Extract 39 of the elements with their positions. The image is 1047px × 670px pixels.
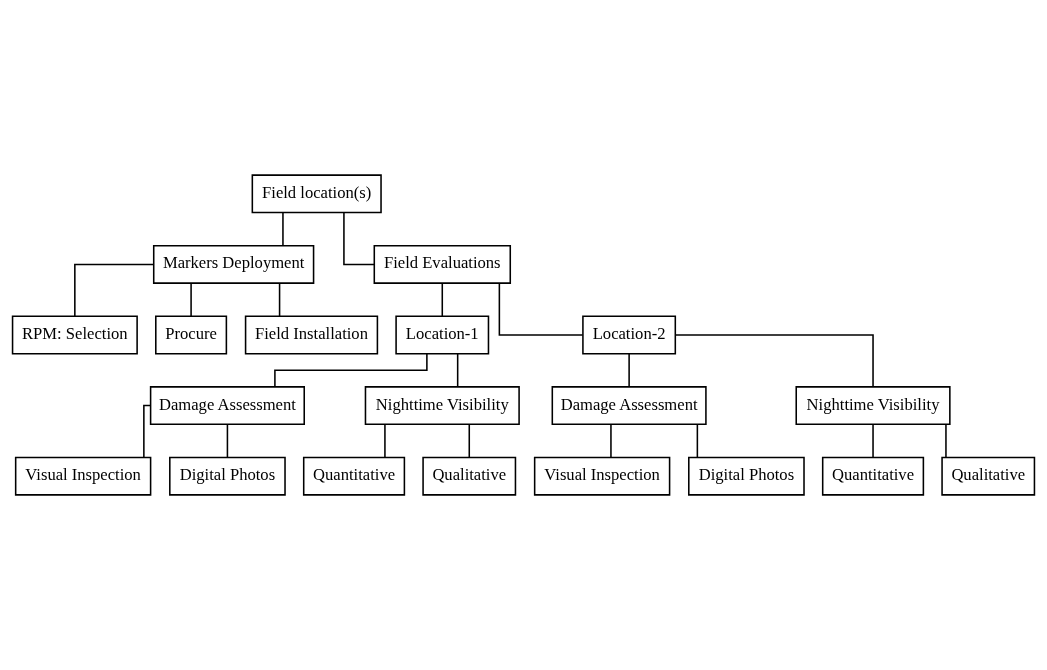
node-box: Qualitative	[941, 456, 1036, 496]
node-box: Quantitative	[821, 456, 925, 496]
connector	[498, 282, 584, 336]
node-box: Visual Inspection	[533, 456, 671, 496]
node-box: Nighttime Visibility	[364, 386, 520, 426]
connector	[696, 423, 699, 458]
connector	[674, 334, 874, 388]
node-box: Digital Photos	[688, 456, 805, 496]
node-box: RPM: Selection	[11, 315, 138, 355]
connector	[74, 263, 155, 317]
connector	[384, 423, 386, 458]
connector	[282, 211, 284, 247]
connector	[628, 353, 630, 388]
connector	[343, 211, 375, 266]
connector	[274, 353, 428, 388]
connector	[226, 423, 229, 458]
connector	[468, 423, 471, 458]
connector	[278, 282, 281, 317]
connector	[143, 404, 152, 459]
node-box: Damage Assessment	[551, 386, 707, 426]
node-box: Visual Inspection	[14, 456, 152, 496]
node-box: Field Installation	[244, 315, 379, 355]
node-box: Damage Assessment	[149, 386, 305, 426]
node-box: Digital Photos	[169, 456, 286, 496]
connector	[872, 423, 874, 458]
node-box: Quantitative	[302, 456, 406, 496]
connector	[190, 282, 192, 317]
node-box: Field Evaluations	[373, 244, 512, 284]
connector	[945, 423, 947, 458]
node-box: Qualitative	[422, 456, 517, 496]
node-box: Location-1	[395, 315, 490, 355]
node-box: Nighttime Visibility	[795, 386, 951, 426]
node-box: Field location(s)	[251, 174, 382, 214]
node-box: Location-2	[582, 315, 677, 355]
node-box: Procure	[155, 315, 228, 355]
connector	[610, 423, 612, 458]
connector	[456, 353, 459, 388]
connector	[441, 282, 444, 317]
node-box: Markers Deployment	[152, 244, 315, 284]
